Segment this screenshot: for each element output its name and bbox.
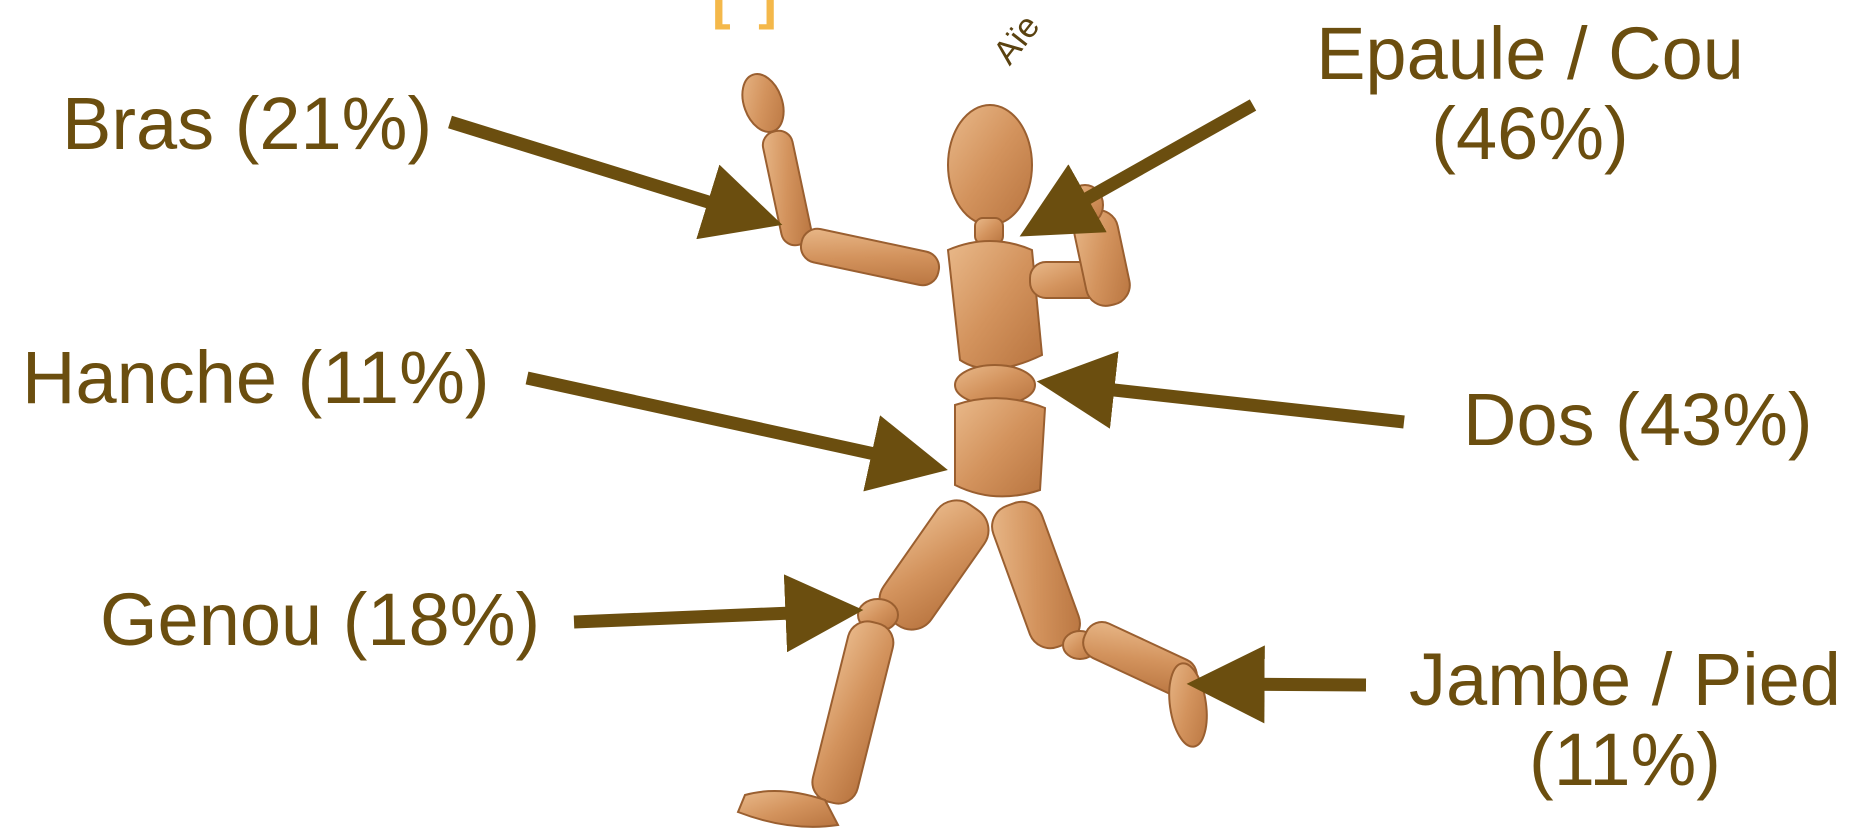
arrow-epaule-cou (1040, 105, 1253, 225)
label-jambe-pied-line2: (11%) (1395, 720, 1855, 800)
mannequin-figure (735, 68, 1212, 827)
mannequin-thigh-right (986, 496, 1086, 655)
arrow-dos (1060, 384, 1404, 422)
label-hanche: Hanche (11%) (22, 338, 490, 418)
label-jambe-pied: Jambe / Pied (11%) (1395, 640, 1855, 800)
mannequin-chest (948, 241, 1042, 369)
mannequin-head (948, 105, 1032, 225)
mannequin-hand-left (735, 68, 791, 137)
mannequin-upperarm-left (798, 226, 942, 288)
label-epaule-cou-line2: (46%) (1290, 94, 1770, 174)
mannequin-forearm-left (760, 128, 813, 248)
label-bras: Bras (21%) (62, 84, 432, 164)
label-genou: Genou (18%) (100, 580, 540, 660)
label-dos: Dos (43%) (1463, 380, 1813, 460)
arrow-hanche (527, 378, 925, 465)
arrow-bras (450, 122, 760, 218)
mannequin-pelvis (955, 398, 1045, 496)
label-epaule-cou-line1: Epaule / Cou (1290, 14, 1770, 94)
mannequin-foot-right (1164, 661, 1211, 749)
arrow-jambe-pied (1210, 684, 1366, 685)
mannequin-shin-left (808, 617, 897, 808)
label-jambe-pied-line1: Jambe / Pied (1395, 640, 1855, 720)
label-epaule-cou: Epaule / Cou (46%) (1290, 14, 1770, 174)
arrow-genou (574, 611, 840, 622)
